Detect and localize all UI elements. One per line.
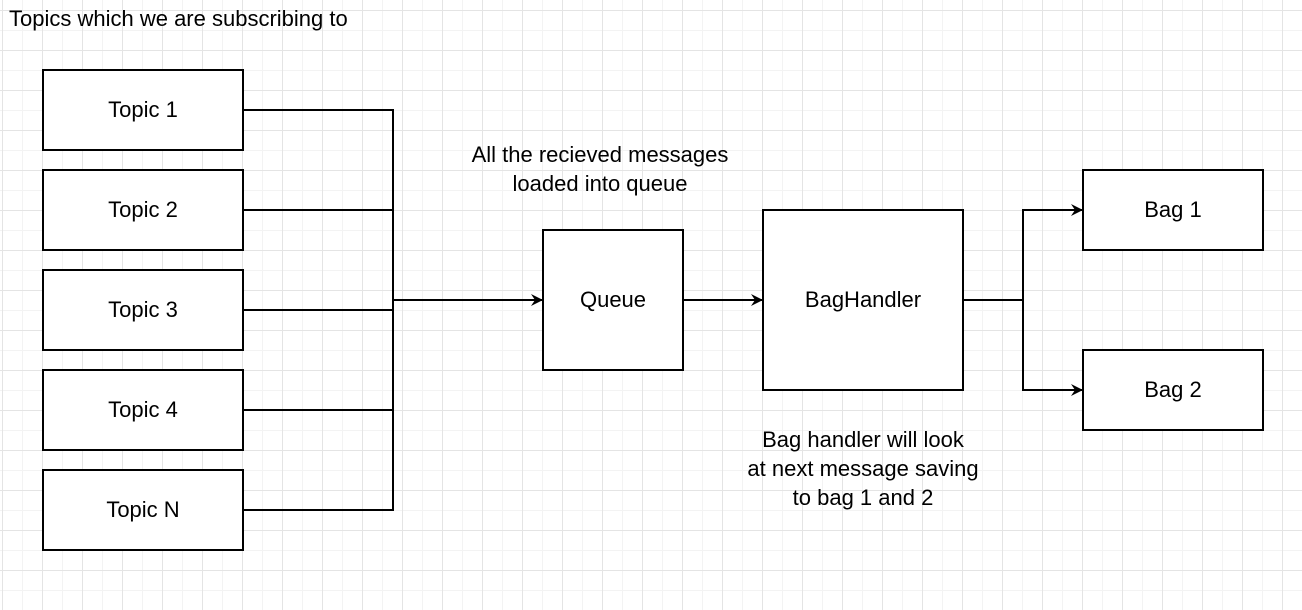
bag-2-box[interactable]: Bag 2	[1082, 349, 1264, 431]
queue-box[interactable]: Queue	[542, 229, 684, 371]
bag-2-label: Bag 2	[1144, 377, 1202, 402]
queue-label: Queue	[579, 287, 647, 312]
topic-3-box[interactable]: Topic 3	[42, 269, 244, 351]
queue-note-line-2: loaded into queue	[512, 171, 688, 196]
handler-note-line-3: to bag 1 and 2	[792, 485, 934, 510]
topic-4-box[interactable]: Topic 4	[42, 369, 244, 451]
bag-1-box[interactable]: Bag 1	[1082, 169, 1264, 251]
bag-handler-box[interactable]: BagHandler	[762, 209, 964, 391]
topic-3-label: Topic 3	[108, 297, 178, 322]
topic-1-label: Topic 1	[108, 97, 178, 122]
queue-note: All the recieved messages loaded into qu…	[420, 140, 780, 198]
handler-note: Bag handler will look at next message sa…	[683, 425, 1043, 512]
handler-note-line-1: Bag handler will look	[762, 427, 964, 452]
handler-note-line-2: at next message saving	[747, 456, 979, 481]
diagram-title: Topics which we are subscribing to	[9, 6, 348, 31]
topic-1-box[interactable]: Topic 1	[42, 69, 244, 151]
bag-handler-label: BagHandler	[804, 287, 922, 312]
bag-1-label: Bag 1	[1144, 197, 1202, 222]
topic-4-label: Topic 4	[108, 397, 178, 422]
queue-note-line-1: All the recieved messages	[471, 142, 729, 167]
topic-n-label: Topic N	[106, 497, 180, 522]
topic-n-box[interactable]: Topic N	[42, 469, 244, 551]
topic-2-label: Topic 2	[108, 197, 178, 222]
topic-2-box[interactable]: Topic 2	[42, 169, 244, 251]
